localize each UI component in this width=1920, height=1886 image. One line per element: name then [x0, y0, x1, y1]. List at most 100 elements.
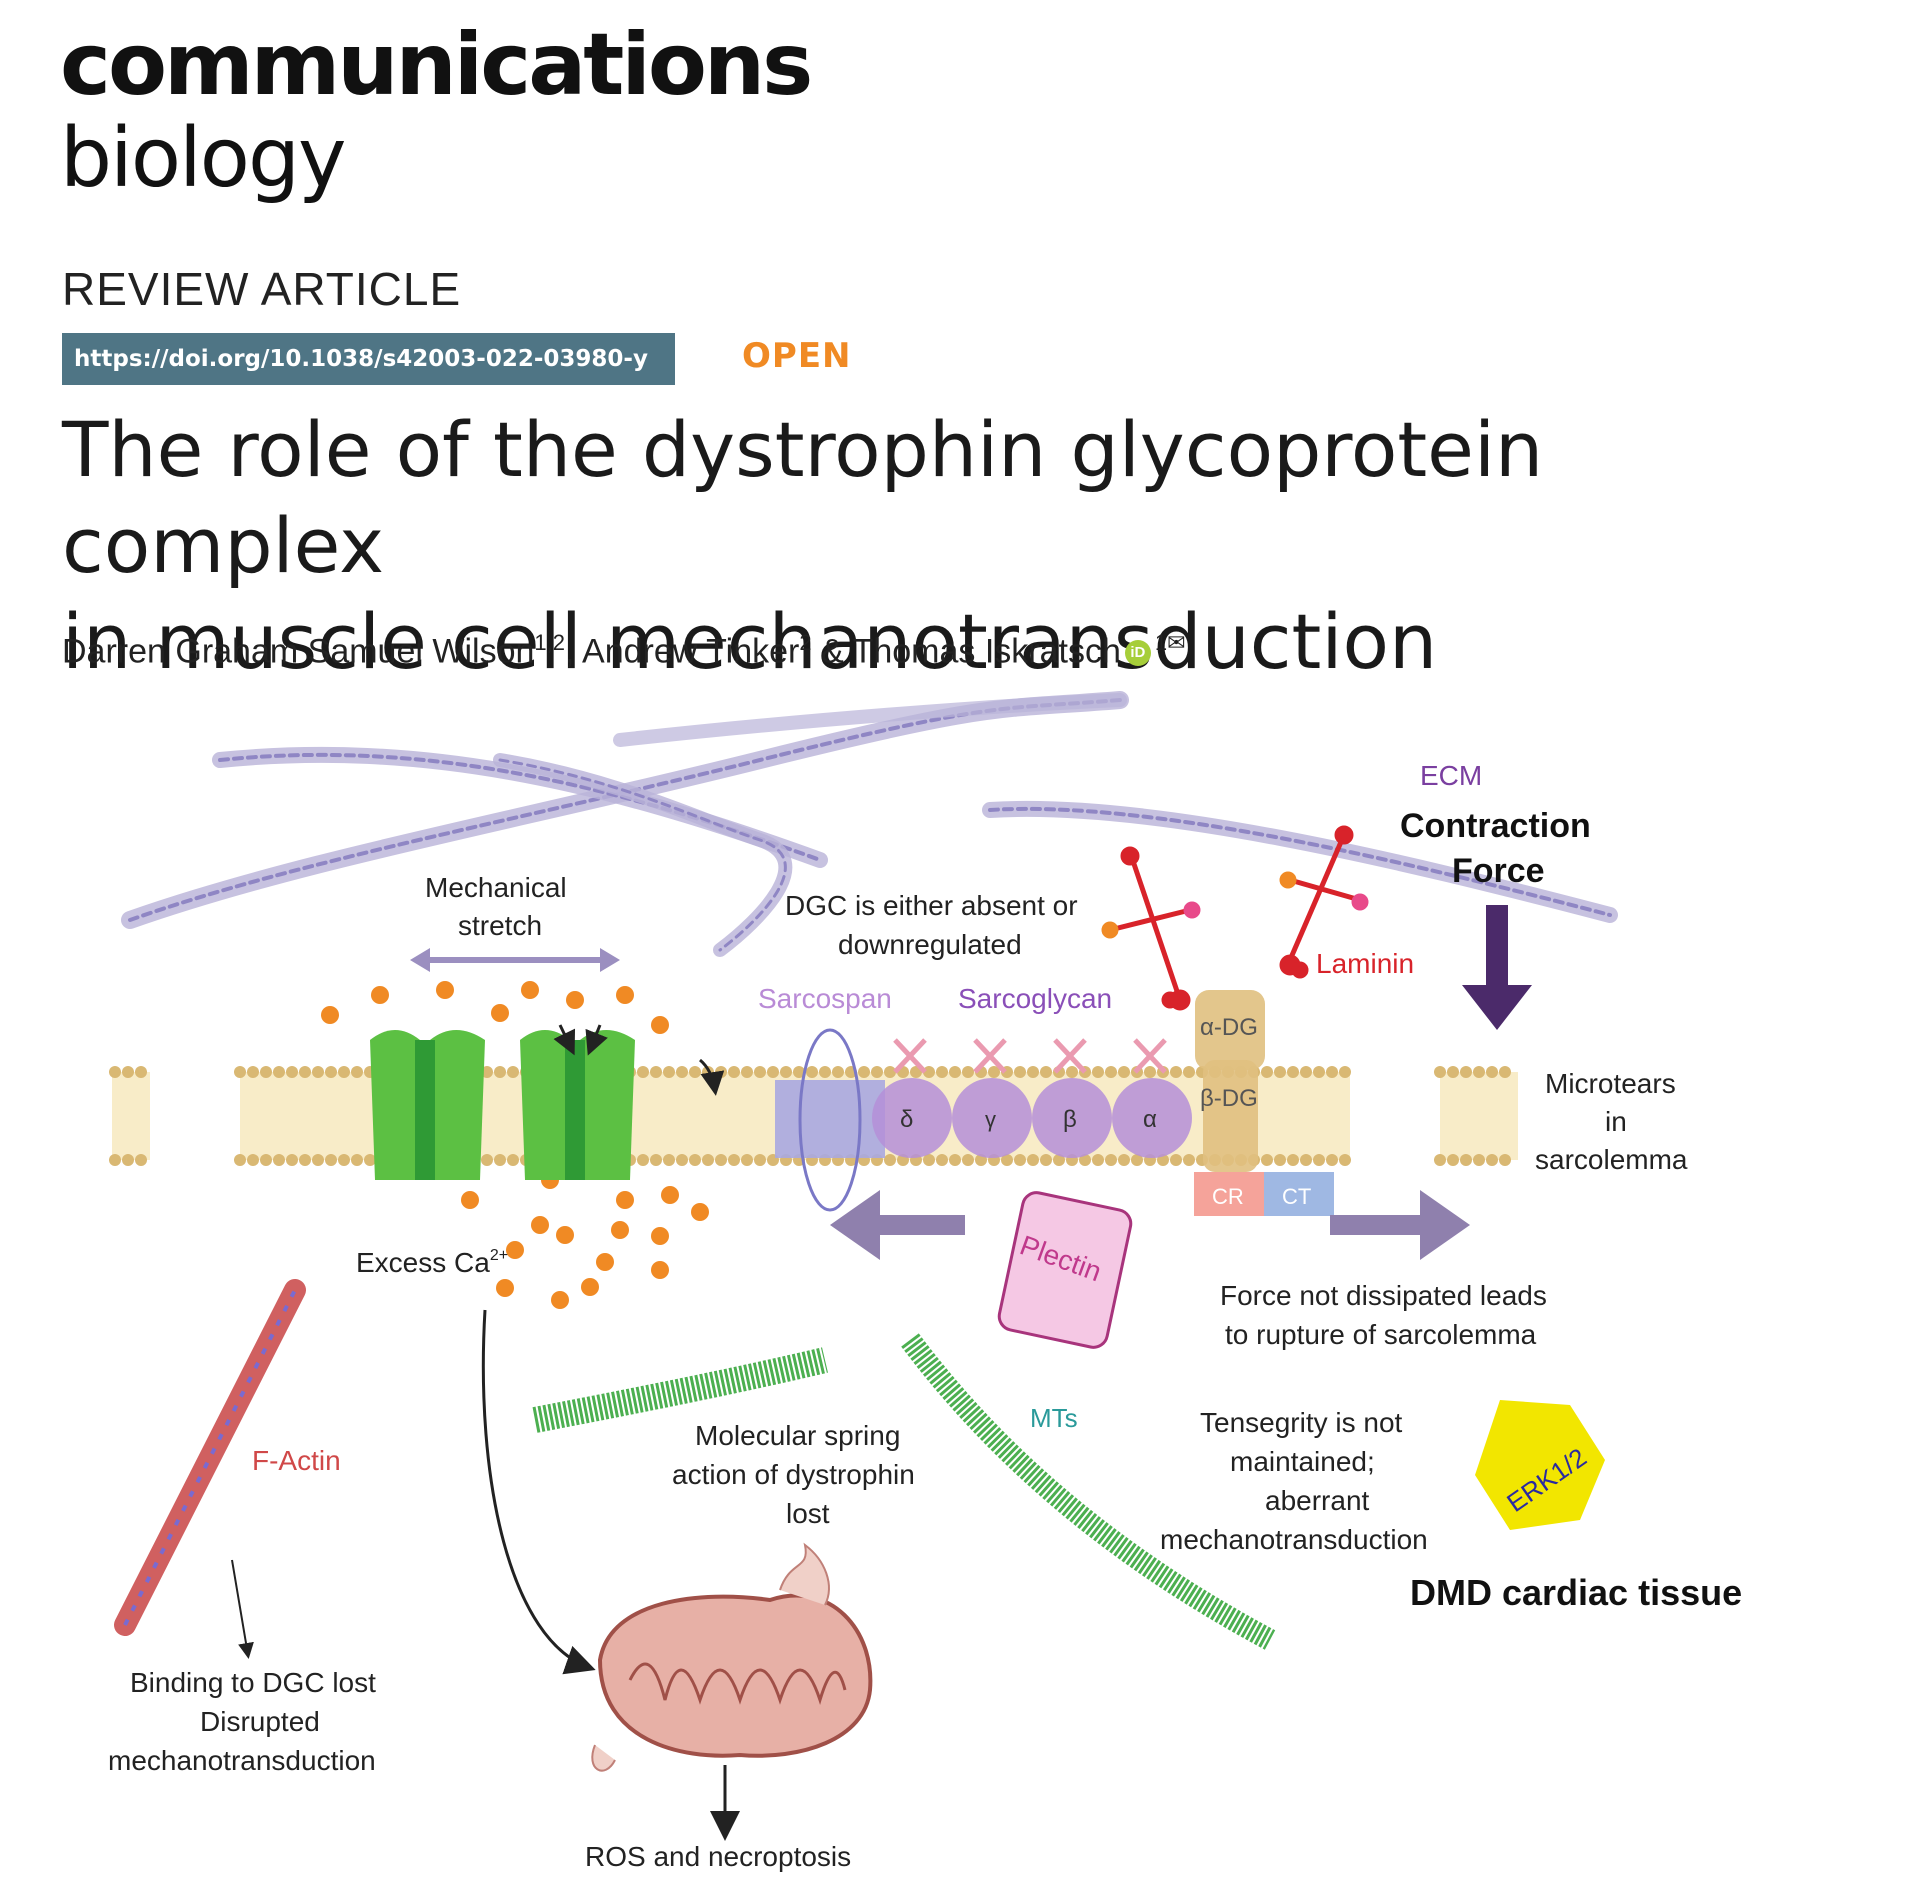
calcium-ion	[321, 1006, 339, 1024]
lipid-head	[122, 1066, 134, 1078]
lipid-head	[754, 1154, 766, 1166]
lipid-head	[1144, 1066, 1156, 1078]
calcium-ion	[651, 1227, 669, 1245]
lipid-head	[767, 1066, 779, 1078]
lipid-head	[741, 1066, 753, 1078]
lipid-head	[273, 1066, 285, 1078]
calcium-ion	[581, 1278, 599, 1296]
lipid-head	[299, 1066, 311, 1078]
lipid-head	[135, 1066, 147, 1078]
lipid-head	[1261, 1066, 1273, 1078]
lipid-head	[1447, 1154, 1459, 1166]
dmd-label: DMD cardiac tissue	[1410, 1572, 1742, 1613]
lipid-head	[676, 1154, 688, 1166]
beta-dg-label: β-DG	[1200, 1085, 1258, 1112]
lipid-head	[286, 1154, 298, 1166]
lipid-head	[1486, 1066, 1498, 1078]
mechanical-stretch-label-2: stretch	[458, 910, 542, 941]
lipid-head	[109, 1154, 121, 1166]
lipid-head	[234, 1154, 246, 1166]
lipid-head	[936, 1066, 948, 1078]
spring-label-1: Molecular spring	[695, 1420, 900, 1451]
calcium-ion	[491, 1004, 509, 1022]
force-arrow-right	[1330, 1190, 1470, 1260]
cr-label: CR	[1212, 1184, 1244, 1209]
lipid-head	[1183, 1066, 1195, 1078]
lipid-head	[1118, 1154, 1130, 1166]
calcium-ion	[371, 986, 389, 1004]
author-1[interactable]: Darren Graham Samuel Wilson	[62, 632, 535, 671]
ct-label: CT	[1282, 1184, 1311, 1209]
mts-label: MTs	[1030, 1403, 1078, 1433]
lipid-head	[247, 1154, 259, 1166]
ion-channel-1	[370, 1030, 485, 1180]
open-access-badge: OPEN	[742, 336, 852, 376]
force-arrow-left	[830, 1190, 965, 1260]
dgc-label-1: DGC is either absent or	[785, 890, 1078, 921]
calcium-to-mitochondria-arrow	[481, 1309, 596, 1675]
lipid-head	[962, 1154, 974, 1166]
calcium-ion	[496, 1279, 514, 1297]
binding-label-2: Disrupted	[200, 1706, 320, 1737]
lipid-head	[689, 1066, 701, 1078]
excess-ca-label: Excess Ca2+	[356, 1247, 508, 1278]
ros-label: ROS and necroptosis	[585, 1841, 851, 1872]
sarcoglycan-label: Sarcoglycan	[958, 983, 1112, 1014]
calcium-ion	[506, 1241, 524, 1259]
lipid-head	[1326, 1066, 1338, 1078]
title-line-2: in muscle cell mechanotransduction	[62, 597, 1438, 686]
lipid-head	[1287, 1066, 1299, 1078]
lipid-head	[728, 1154, 740, 1166]
lipid-head	[109, 1066, 121, 1078]
lipid-head	[871, 1066, 883, 1078]
calcium-ion	[551, 1291, 569, 1309]
doi-link[interactable]: https://doi.org/10.1038/s42003-022-03980…	[62, 333, 675, 385]
lipid-head	[507, 1066, 519, 1078]
lipid-head	[923, 1066, 935, 1078]
calcium-ion	[661, 1186, 679, 1204]
microtears-label-3: sarcolemma	[1535, 1144, 1688, 1175]
lipid-head	[637, 1066, 649, 1078]
lipid-head	[715, 1154, 727, 1166]
lipid-head	[780, 1066, 792, 1078]
calcium-ion	[521, 981, 539, 999]
calcium-ion	[436, 981, 454, 999]
lipid-head	[325, 1154, 337, 1166]
author-3[interactable]: Thomas Iskratsch	[852, 632, 1121, 671]
lipid-head	[1053, 1154, 1065, 1166]
calcium-ion	[531, 1216, 549, 1234]
lipid-head	[676, 1066, 688, 1078]
lipid-head	[663, 1154, 675, 1166]
lipid-head	[1170, 1066, 1182, 1078]
mail-icon[interactable]: ✉	[1167, 630, 1186, 655]
ion-channel-2	[520, 1024, 635, 1180]
lipid-head	[1066, 1066, 1078, 1078]
lipid-head	[715, 1066, 727, 1078]
orcid-icon[interactable]: iD	[1124, 640, 1151, 667]
calcium-ion	[566, 991, 584, 1009]
lipid-head	[702, 1154, 714, 1166]
lipid-head	[1092, 1154, 1104, 1166]
lipid-head	[364, 1154, 376, 1166]
lipid-head	[637, 1154, 649, 1166]
lipid-head	[689, 1154, 701, 1166]
ecm-fibers	[121, 691, 1618, 957]
lipid-head	[884, 1066, 896, 1078]
author-2[interactable]: Andrew Tinker	[582, 632, 800, 671]
lipid-head	[741, 1154, 753, 1166]
lipid-head	[650, 1066, 662, 1078]
lipid-head	[793, 1066, 805, 1078]
contraction-label-1: Contraction	[1400, 807, 1591, 845]
calcium-ions	[321, 981, 709, 1309]
contraction-arrow	[1462, 905, 1532, 1030]
lipid-head	[1313, 1066, 1325, 1078]
lipid-head	[1014, 1066, 1026, 1078]
lipid-head	[299, 1154, 311, 1166]
spring-label-2: action of dystrophin	[672, 1459, 915, 1490]
binding-label-3: mechanotransduction	[108, 1745, 376, 1776]
beta-label: β	[1063, 1106, 1077, 1133]
lipid-head	[247, 1066, 259, 1078]
microtears-label-2: in	[1605, 1106, 1627, 1137]
delta-label: δ	[900, 1106, 913, 1133]
lipid-head	[1434, 1066, 1446, 1078]
